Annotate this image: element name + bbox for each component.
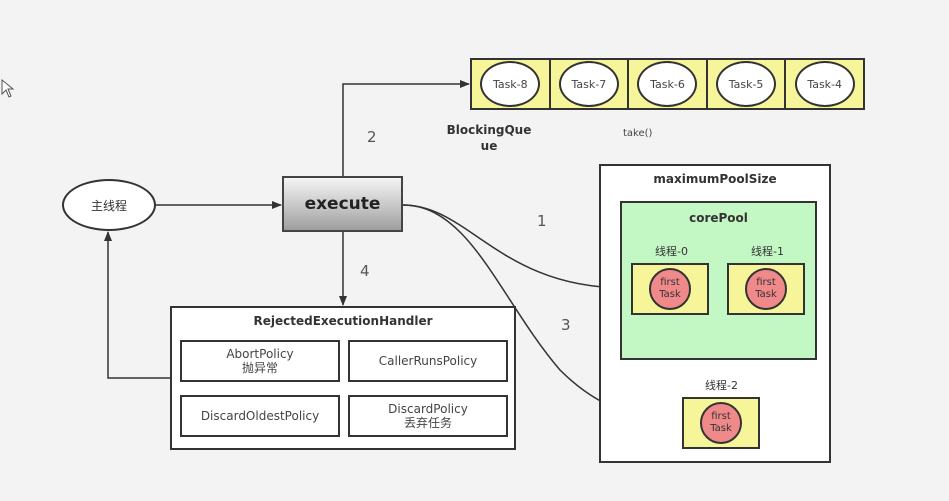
policy-desc: 抛异常: [241, 361, 278, 375]
queue-task: Task-5: [716, 61, 777, 107]
blocking-queue: Task-8 Task-7 Task-6 Task-5 Task-4: [470, 58, 865, 110]
task-line: Task: [755, 289, 777, 300]
queue-task: Task-8: [480, 61, 541, 107]
policy-discard: DiscardPolicy 丢弃任务: [348, 395, 508, 437]
first-task: first Task: [700, 402, 742, 444]
policy-name: AbortPolicy: [226, 347, 294, 361]
worker-1: first Task: [727, 263, 805, 315]
queue-slot: Task-8: [472, 60, 551, 108]
task-line: first: [660, 277, 680, 288]
step-1-label: 1: [537, 212, 547, 230]
arrow-execute-to-queue: [342, 80, 470, 176]
queue-slot: Task-7: [551, 60, 630, 108]
queue-label: BlockingQueue: [446, 123, 532, 153]
cursor-icon: [1, 78, 15, 98]
queue-slot: Task-5: [708, 60, 787, 108]
worker-0: first Task: [631, 263, 709, 315]
worker-2: first Task: [682, 397, 760, 449]
policy-name: CallerRunsPolicy: [378, 354, 478, 368]
step-3-label: 3: [561, 316, 571, 334]
execute-node: execute: [282, 176, 403, 232]
step-4-label: 4: [360, 262, 370, 280]
main-thread-label: 主线程: [90, 198, 127, 213]
policy-abort: AbortPolicy 抛异常: [180, 340, 340, 382]
step-2-label: 2: [367, 128, 377, 146]
arrow-handler-to-main: [104, 231, 170, 379]
policy-discard-oldest: DiscardOldestPolicy: [180, 395, 340, 437]
policy-name: DiscardOldestPolicy: [200, 409, 320, 423]
take-label: take(): [623, 128, 653, 139]
queue-task: Task-7: [558, 61, 619, 107]
queue-slot: Task-6: [629, 60, 708, 108]
worker-0-label: 线程-0: [655, 245, 688, 258]
handler-title: RejectedExecutionHandler: [253, 314, 433, 328]
task-line: Task: [710, 423, 732, 434]
task-line: first: [711, 411, 731, 422]
first-task: first Task: [745, 268, 787, 310]
arrow-execute-to-core-worker: [402, 204, 631, 293]
worker-1-label: 线程-1: [751, 245, 784, 258]
policy-desc: 丢弃任务: [403, 416, 452, 430]
worker-2-label: 线程-2: [705, 379, 738, 392]
queue-task: Task-6: [637, 61, 698, 107]
rejected-execution-handler: RejectedExecutionHandler AbortPolicy 抛异常…: [170, 306, 516, 450]
queue-slot: Task-4: [786, 60, 863, 108]
execute-label: execute: [304, 194, 381, 214]
first-task: first Task: [649, 268, 691, 310]
policy-name: DiscardPolicy: [388, 402, 468, 416]
task-line: first: [756, 277, 776, 288]
maximum-pool-label: maximumPoolSize: [653, 172, 777, 186]
policy-caller-runs: CallerRunsPolicy: [348, 340, 508, 382]
core-pool-label: corePool: [689, 211, 748, 225]
queue-task: Task-4: [794, 61, 855, 107]
main-thread-node: 主线程: [62, 179, 156, 231]
task-line: Task: [659, 289, 681, 300]
